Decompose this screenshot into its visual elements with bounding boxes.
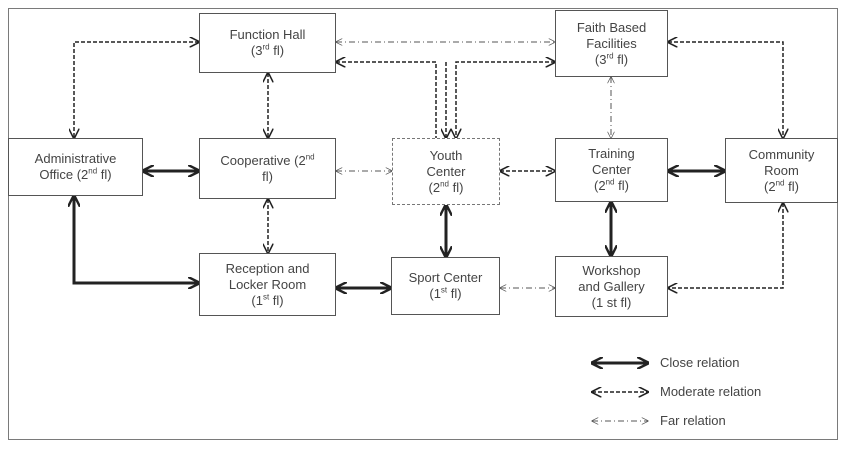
link-functionhall-admin	[74, 42, 199, 138]
link-faith-community	[668, 42, 783, 138]
node-function-hall: Function Hall(3rd fl)	[199, 13, 336, 73]
legend-far-label: Far relation	[660, 413, 726, 428]
link-faith-youth	[456, 62, 555, 138]
link-admin-reception	[74, 196, 199, 283]
legend-close-label: Close relation	[660, 355, 740, 370]
node-sport-center: Sport Center(1st fl)	[391, 257, 500, 315]
link-functionhall-youth	[336, 62, 437, 138]
link-community-workshop	[668, 203, 783, 288]
legend-moderate-label: Moderate relation	[660, 384, 762, 399]
